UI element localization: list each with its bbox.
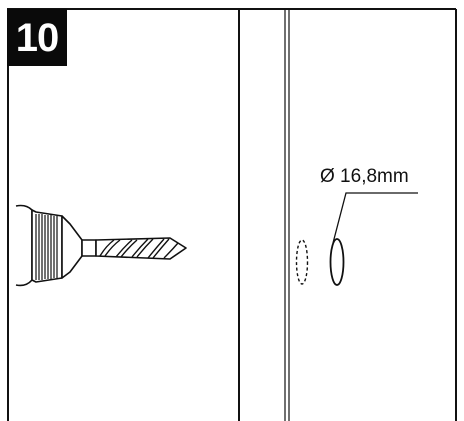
hole-marker-icon: [295, 238, 345, 286]
panel-frame: [7, 8, 457, 421]
hole-dashed-outline: [295, 239, 309, 285]
step-number-badge: 10: [7, 9, 67, 66]
drill-bit-icon: [15, 204, 187, 287]
hole-solid-outline: [329, 238, 345, 286]
hole-diameter-label: Ø 16,8mm: [320, 166, 409, 187]
cabinet-panel-edges: [238, 9, 290, 421]
dimension-leader: [332, 192, 418, 244]
